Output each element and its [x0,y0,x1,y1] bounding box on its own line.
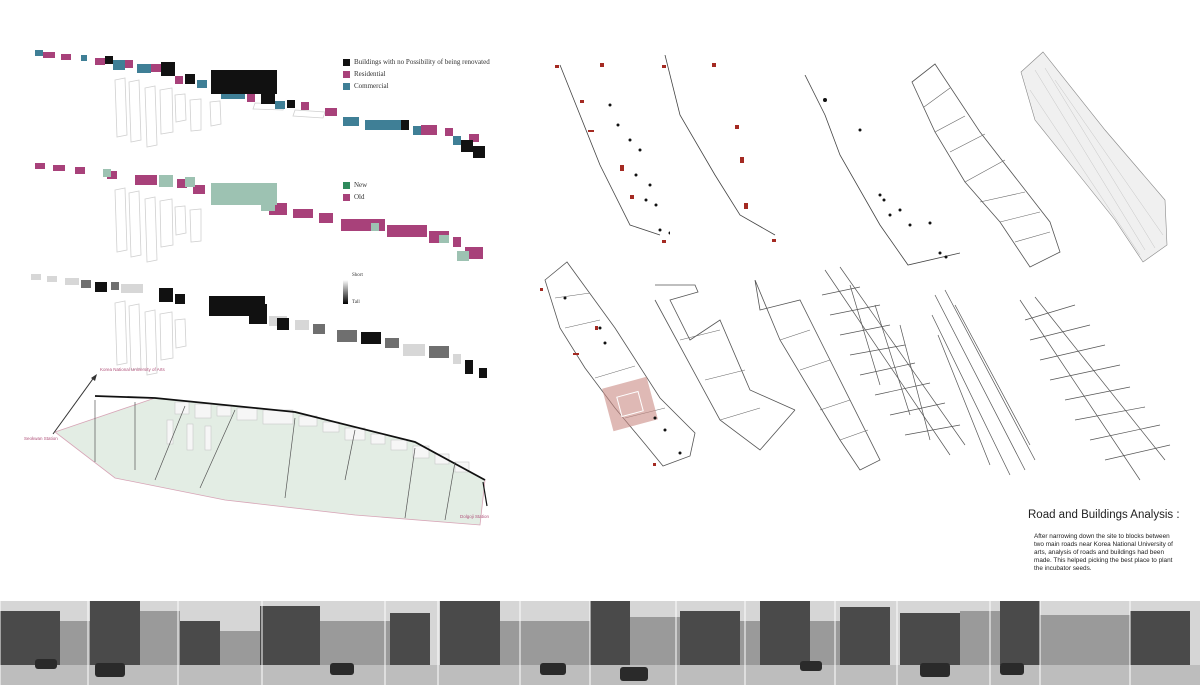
road-diagram-3 [804,75,960,266]
university-label: Korea National University of Arts [100,367,165,372]
building-height-map [31,274,487,378]
legend-item: Commercial [343,82,389,90]
road-diagram-1 [555,63,670,243]
legend-swatch [343,181,350,189]
legend-label: New [354,181,368,189]
side-road-diagram [754,280,881,471]
site-overview-map [52,374,488,526]
alley-network-diagram [821,266,966,456]
legend-label: Commercial [354,82,389,90]
height-legend-tall: Tall [352,300,360,305]
alley-flow-diagram [931,289,1036,476]
legend-item: Residential [343,70,386,78]
height-legend-short: Short [352,273,363,278]
street-photo-strip [0,601,1200,685]
height-legend-gradient [343,280,348,304]
legend-swatch [343,82,350,90]
legend-item: Old [343,193,365,201]
station-left-label: Seokwan Station [24,436,58,441]
analysis-title: Road and Buildings Analysis : [1028,509,1180,521]
alley-pattern-diagram [1019,296,1171,481]
building-type-map [35,50,485,158]
main-road-diagram [654,284,796,451]
block-outline-diagram [911,63,1061,268]
legend-label: Residential [354,70,386,78]
legend-label: Buildings with no Possibility of being r… [354,58,490,66]
legend-swatch [343,58,350,66]
legend-item: New [343,181,367,189]
legend-item: Buildings with no Possibility of being r… [343,58,490,66]
road-diagram-2 [662,55,776,242]
legend-swatch [343,70,350,78]
legend-label: Old [354,193,365,201]
selected-site-diagram [540,261,696,467]
analysis-description: After narrowing down the site to blocks … [1034,533,1173,572]
parcel-detail-diagram [1020,51,1168,263]
building-age-map [35,163,483,263]
station-right-label: Dolgoji Station [460,514,490,519]
legend-swatch [343,193,350,201]
